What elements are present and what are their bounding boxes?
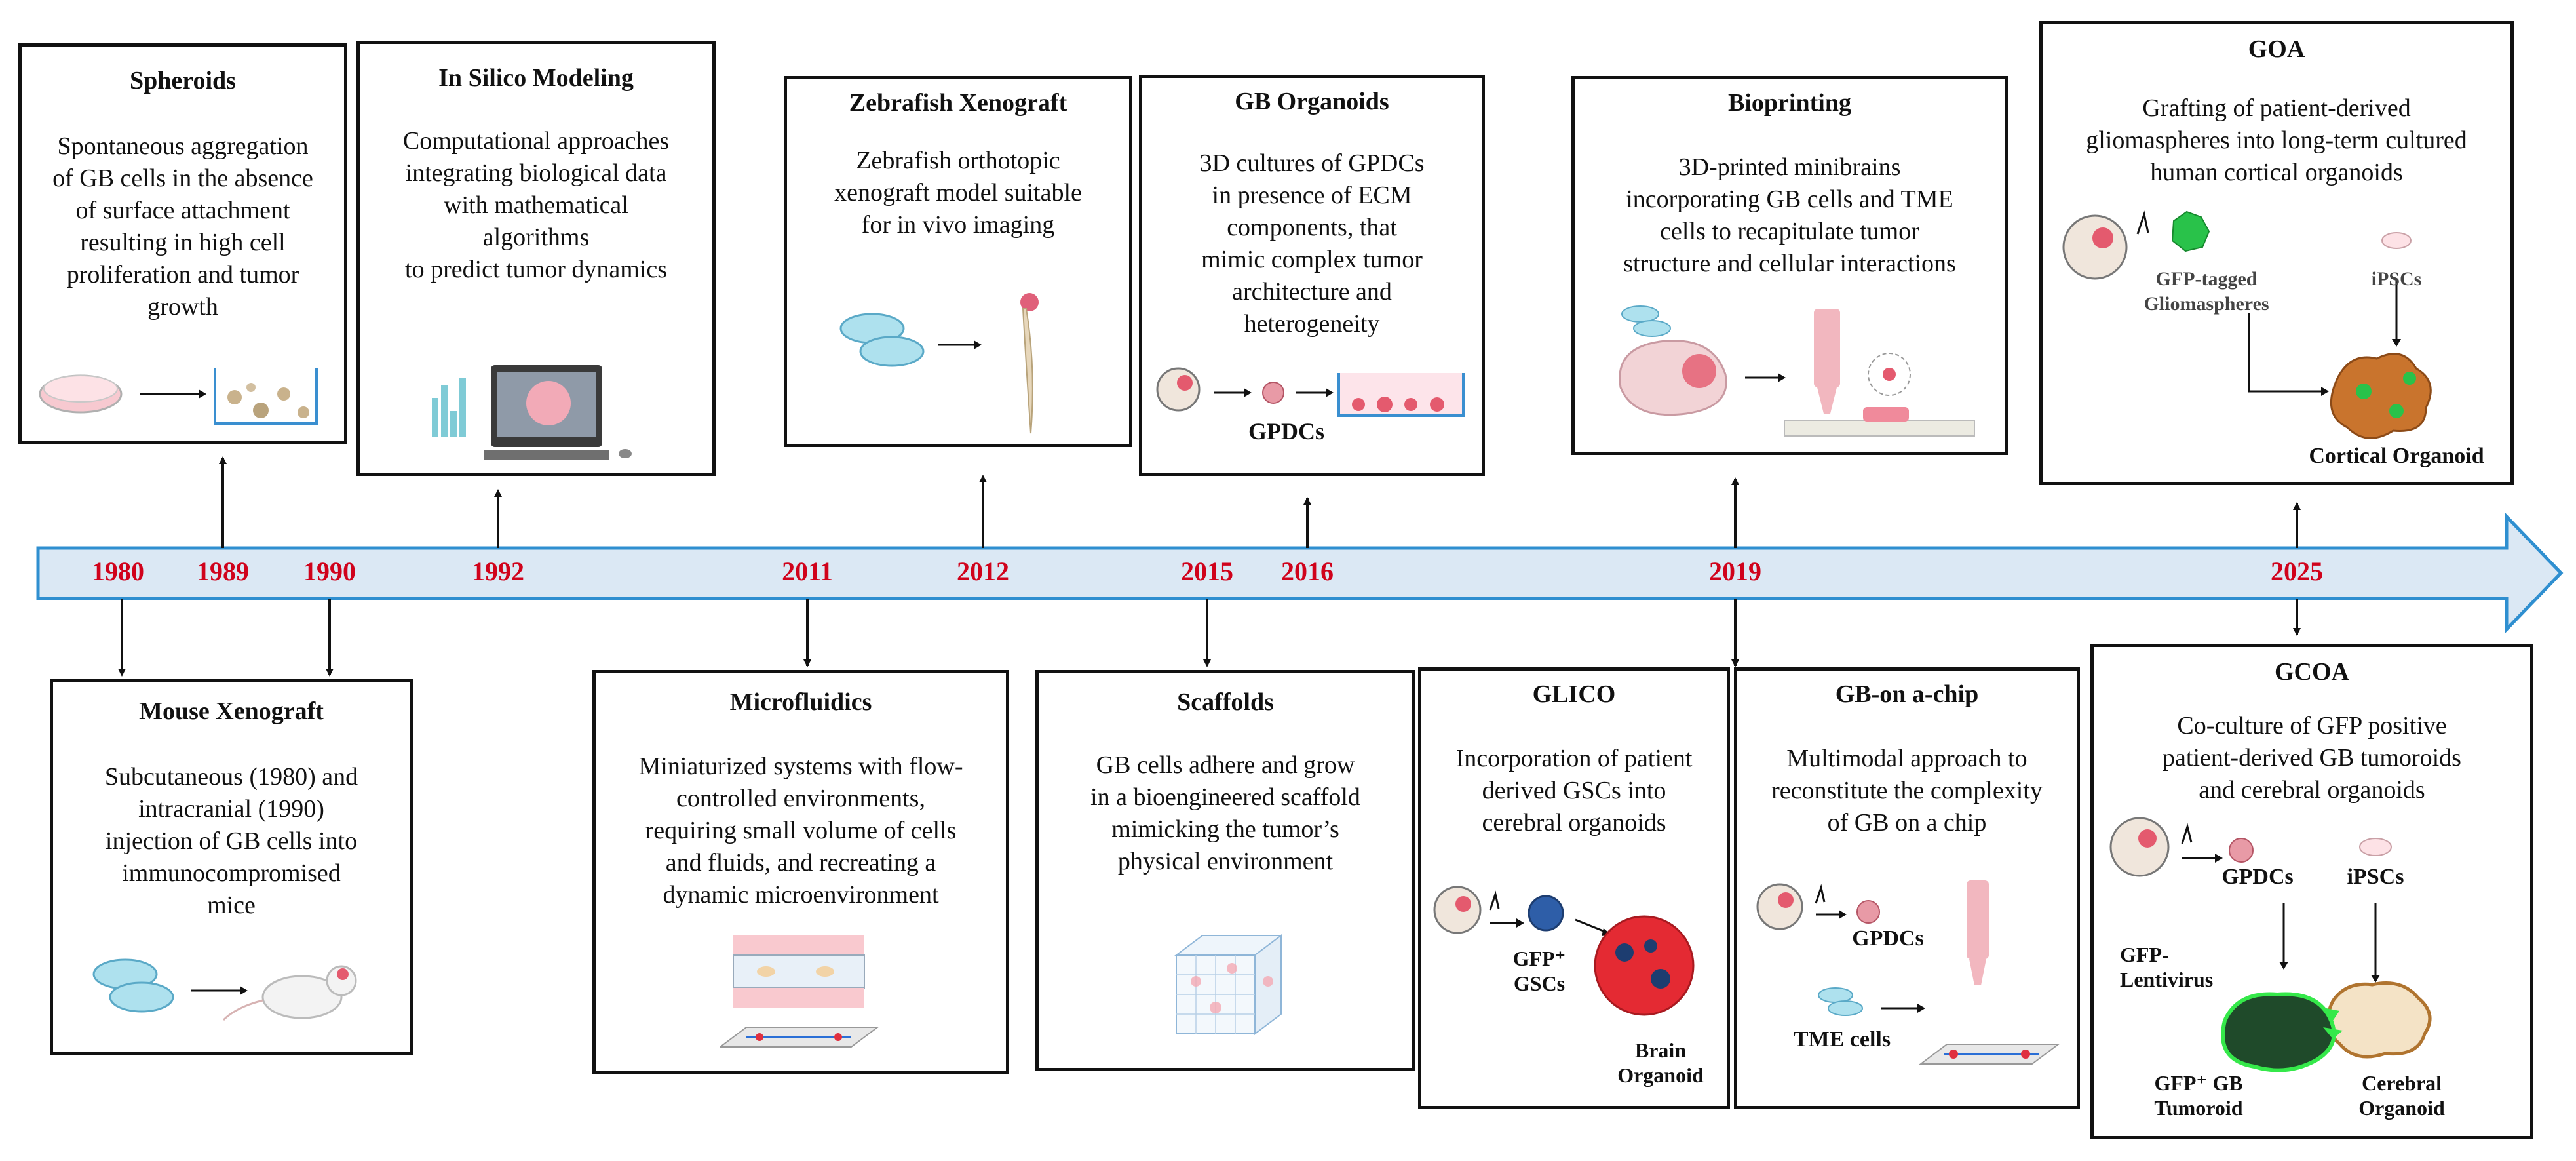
mouse-box: Mouse Xenograft Subcutaneous (1980) and … bbox=[50, 679, 413, 1055]
microfluidics-title: Microfluidics bbox=[729, 688, 872, 716]
spheroid-illustration bbox=[39, 368, 318, 425]
gcoa-lentivirus-label: GFP- Lentivirus bbox=[2120, 943, 2214, 991]
spheroids-title: Spheroids bbox=[130, 67, 236, 94]
zebrafish-desc: Zebrafish orthotopic xenograft model sui… bbox=[834, 147, 1082, 239]
year-2019: 2019 bbox=[1709, 557, 1761, 586]
scaffold-illustration bbox=[1174, 934, 1283, 1035]
gb-chip-title: GB-on a-chip bbox=[1835, 680, 1979, 708]
year-2016: 2016 bbox=[1281, 557, 1334, 586]
goa-gfp-label: GFP-tagged Gliomaspheres bbox=[2143, 268, 2269, 315]
gb-chip-box: GB-on a-chip Multimodal approach to reco… bbox=[1734, 667, 2080, 1109]
mouse-illustration bbox=[92, 958, 357, 1021]
bioprinting-box: Bioprinting 3D-printed minibrains incorp… bbox=[1571, 76, 2008, 455]
scaffolds-title: Scaffolds bbox=[1177, 688, 1274, 716]
bioprinting-title: Bioprinting bbox=[1728, 89, 1851, 117]
glico-gscs-label: GFP⁺ GSCs bbox=[1512, 947, 1566, 995]
computer-illustration bbox=[432, 365, 632, 460]
zebrafish-box: Zebrafish Xenograft Zebrafish orthotopic… bbox=[784, 76, 1132, 447]
gb-chip-gpdcs-label: GPDCs bbox=[1852, 926, 1924, 951]
zebrafish-illustration bbox=[839, 293, 1039, 434]
gcoa-tumoroid-label: GFP⁺ GB Tumoroid bbox=[2154, 1071, 2243, 1120]
gb-chip-illustration bbox=[1756, 880, 2060, 1065]
zebrafish-title: Zebrafish Xenograft bbox=[849, 89, 1067, 117]
mouse-title: Mouse Xenograft bbox=[139, 698, 324, 725]
gcoa-title: GCOA bbox=[2275, 658, 2349, 686]
year-1980: 1980 bbox=[92, 557, 144, 586]
goa-title: GOA bbox=[2248, 35, 2305, 63]
gcoa-cerebral-label: Cerebral Organoid bbox=[2358, 1071, 2445, 1120]
gb-organoids-gpdcs-label: GPDCs bbox=[1248, 418, 1324, 444]
glico-desc: Incorporation of patient derived GSCs in… bbox=[1455, 745, 1693, 836]
gcoa-desc: Co-culture of GFP positive patient-deriv… bbox=[2163, 712, 2461, 804]
gcoa-ipscs-label: iPSCs bbox=[2347, 865, 2404, 889]
goa-cortical-label: Cortical Organoid bbox=[2309, 444, 2484, 468]
spheroids-desc: Spontaneous aggregation of GB cells in t… bbox=[52, 132, 313, 321]
in-silico-box: In Silico Modeling Computational approac… bbox=[356, 41, 716, 476]
year-2025: 2025 bbox=[2271, 557, 2323, 586]
year-1990: 1990 bbox=[303, 557, 356, 586]
goa-desc: Grafting of patient-derived gliomasphere… bbox=[2086, 94, 2467, 186]
gb-organoids-desc: 3D cultures of GPDCs in presence of ECM … bbox=[1199, 149, 1425, 338]
bioprinting-illustration bbox=[1619, 305, 1975, 437]
gb-organoids-box: GB Organoids 3D cultures of GPDCs in pre… bbox=[1139, 75, 1485, 476]
gcoa-gpdcs-label: GPDCs bbox=[2221, 865, 2294, 889]
gcoa-box: GCOA Co-culture of GFP positive patient-… bbox=[2090, 644, 2533, 1139]
gcoa-illustration bbox=[2109, 817, 2432, 1072]
year-2011: 2011 bbox=[782, 557, 833, 586]
glico-title: GLICO bbox=[1532, 680, 1616, 708]
goa-ipscs-label: iPSCs bbox=[2371, 268, 2422, 290]
year-1989: 1989 bbox=[197, 557, 249, 586]
year-2015: 2015 bbox=[1181, 557, 1233, 586]
gb-chip-tme-label: TME cells bbox=[1793, 1027, 1891, 1052]
glico-brain-label: Brain Organoid bbox=[1617, 1038, 1704, 1087]
spheroids-box: Spheroids Spontaneous aggregation of GB … bbox=[18, 43, 347, 444]
year-1992: 1992 bbox=[472, 557, 524, 586]
gb-organoids-title: GB Organoids bbox=[1235, 88, 1389, 115]
scaffolds-box: Scaffolds GB cells adhere and grow in a … bbox=[1035, 670, 1415, 1071]
goa-illustration bbox=[2062, 210, 2432, 439]
in-silico-title: In Silico Modeling bbox=[438, 64, 634, 92]
bioprinting-desc: 3D-printed minibrains incorporating GB c… bbox=[1623, 153, 1956, 277]
goa-box: GOA Grafting of patient-derived gliomasp… bbox=[2039, 21, 2514, 485]
in-silico-desc: Computational approaches integrating bio… bbox=[402, 127, 670, 283]
microfluidics-desc: Miniaturized systems with flow- controll… bbox=[638, 753, 963, 909]
year-2012: 2012 bbox=[957, 557, 1009, 586]
glico-illustration bbox=[1433, 886, 1695, 1016]
mouse-desc: Subcutaneous (1980) and intracranial (19… bbox=[104, 763, 358, 919]
scaffolds-desc: GB cells adhere and grow in a bioenginee… bbox=[1090, 751, 1360, 875]
microfluidics-illustration bbox=[720, 935, 879, 1048]
gb-organoid-illustration bbox=[1156, 367, 1465, 417]
glico-box: GLICO Incorporation of patient derived G… bbox=[1418, 667, 1730, 1109]
microfluidics-box: Microfluidics Miniaturized systems with … bbox=[592, 670, 1009, 1074]
gb-chip-desc: Multimodal approach to reconstitute the … bbox=[1771, 745, 2043, 836]
